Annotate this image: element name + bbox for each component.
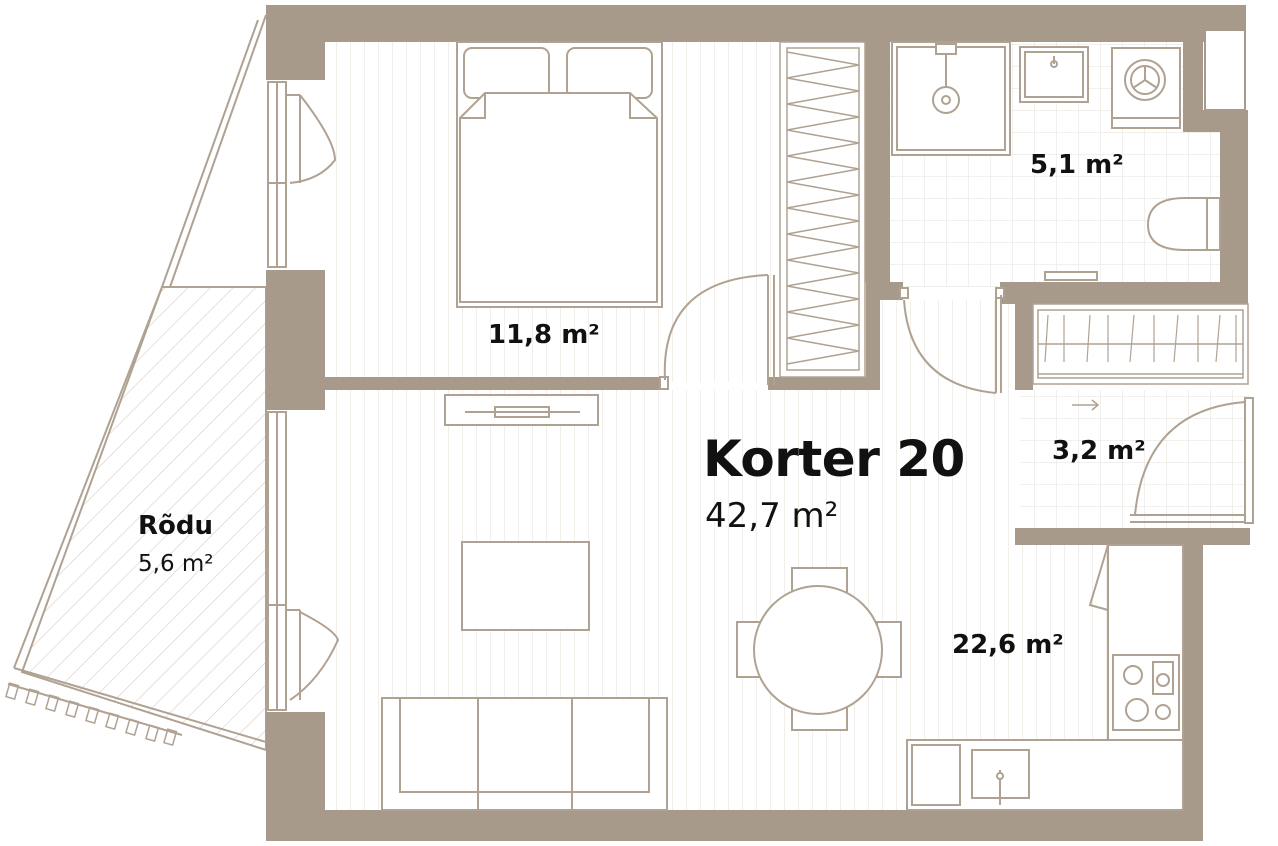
walls <box>266 5 1250 841</box>
bed <box>456 41 663 308</box>
living-area-label: 22,6 m² <box>952 630 1064 660</box>
tv-console <box>444 394 599 426</box>
coffee-table <box>461 541 590 631</box>
storage-door <box>1130 397 1254 524</box>
storage-area-label: 3,2 m² <box>1052 436 1146 466</box>
bedroom-door <box>659 274 775 390</box>
bathroom-area-label: 5,1 m² <box>1030 150 1124 180</box>
wardrobe <box>779 41 866 378</box>
bathroom-door <box>899 287 1005 394</box>
windows <box>267 81 287 711</box>
balcony-area-label: 5,6 m² <box>138 551 214 577</box>
sofa <box>381 697 668 811</box>
balcony <box>5 14 267 752</box>
apartment-title: Korter 20 <box>703 430 965 488</box>
apartment-total-area: 42,7 m² <box>705 496 839 536</box>
kitchen <box>906 544 1184 811</box>
storage-shelves <box>1032 303 1249 411</box>
bedroom-area-label: 11,8 m² <box>488 320 600 350</box>
bathroom-fixtures <box>891 41 1221 281</box>
window-swings <box>286 94 340 701</box>
balcony-name: Rõdu <box>138 511 214 541</box>
dining-set <box>736 567 902 731</box>
